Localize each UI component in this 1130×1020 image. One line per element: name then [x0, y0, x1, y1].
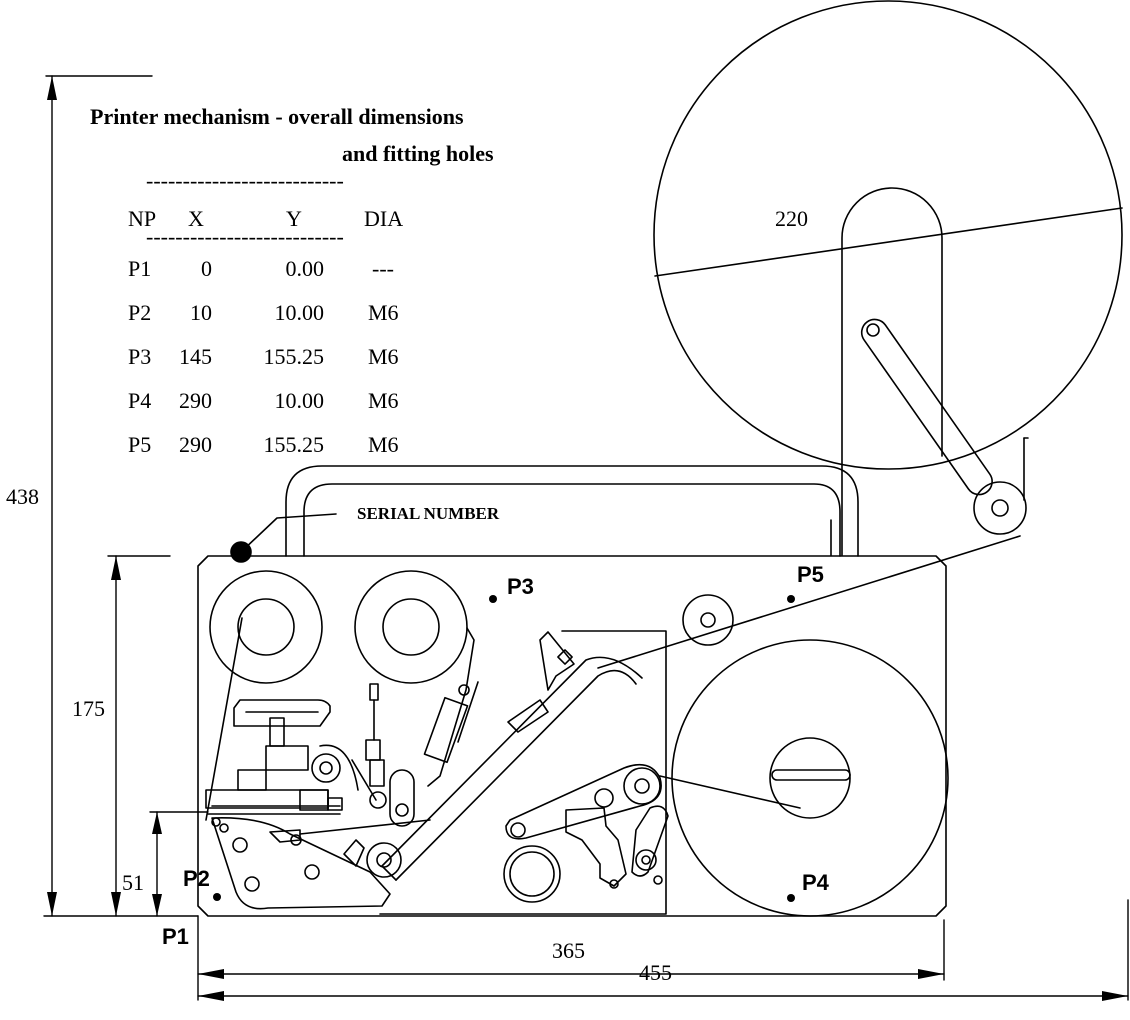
table-cell-dia: M6	[368, 344, 399, 369]
mechanism-plate	[205, 535, 1021, 915]
table-cell-y: 155.25	[263, 432, 325, 457]
table-separator-top: ---------------------------	[146, 168, 344, 193]
table-cell-y: 10.00	[274, 388, 325, 413]
table-cell-dia: ---	[372, 256, 394, 281]
table-cell-dia: M6	[368, 388, 399, 413]
dimension-body-width: 365	[552, 938, 585, 963]
rewind-assembly	[503, 763, 801, 903]
fitting-holes	[213, 595, 795, 902]
hole-p3	[489, 595, 497, 603]
dimension-roll-diameter: 220	[775, 206, 808, 231]
table-header-x: X	[188, 206, 204, 231]
peeler-plate	[211, 817, 431, 910]
table-cell-x: 10	[190, 300, 212, 325]
dimension-body-height: 175	[72, 696, 105, 721]
dimension-overall-width: 455	[639, 960, 672, 985]
point-label-p3: P3	[507, 574, 534, 599]
table-cell-x: 290	[179, 388, 212, 413]
table-cell-y: 10.00	[274, 300, 325, 325]
table-cell-dia: M6	[368, 432, 399, 457]
rewind-roll	[671, 639, 949, 917]
table-header-np: NP	[128, 206, 157, 231]
table-header-y: Y	[286, 206, 302, 231]
table-cell-np: P2	[128, 300, 152, 325]
table-cell-np: P4	[128, 388, 152, 413]
point-label-p5: P5	[797, 562, 824, 587]
table-cell-x: 145	[179, 344, 212, 369]
table-cell-dia: M6	[368, 300, 399, 325]
point-label-p2: P2	[183, 866, 210, 891]
point-label-p4: P4	[802, 870, 829, 895]
table-cell-y: 155.25	[263, 344, 325, 369]
dimension-lines	[43, 75, 1129, 1001]
table-cell-y: 0.00	[285, 256, 325, 281]
dimension-overall-height: 438	[6, 484, 39, 509]
table-cell-np: P5	[128, 432, 152, 457]
table-separator-bottom: ---------------------------	[146, 224, 344, 249]
supply-roll	[653, 0, 1123, 556]
hole-p5	[787, 595, 795, 603]
table-header-dia: DIA	[364, 206, 404, 231]
serial-number-leader	[230, 513, 337, 563]
drawing-subtitle: and fitting holes	[342, 141, 494, 166]
drawing-title: Printer mechanism - overall dimensions	[90, 104, 464, 129]
hole-p4	[787, 894, 795, 902]
printer-housing	[197, 555, 947, 917]
carrying-handle	[285, 465, 859, 557]
table-cell-np: P3	[128, 344, 152, 369]
table-cell-x: 290	[179, 432, 212, 457]
hole-p2	[213, 893, 221, 901]
dimension-low-height: 51	[122, 870, 144, 895]
table-cell-np: P1	[128, 256, 152, 281]
ribbon-rolls	[209, 570, 734, 684]
point-label-p1: P1	[162, 924, 189, 949]
serial-number-label: SERIAL NUMBER	[357, 504, 500, 523]
table-cell-x: 0	[201, 256, 212, 281]
print-head-assembly	[205, 681, 479, 827]
